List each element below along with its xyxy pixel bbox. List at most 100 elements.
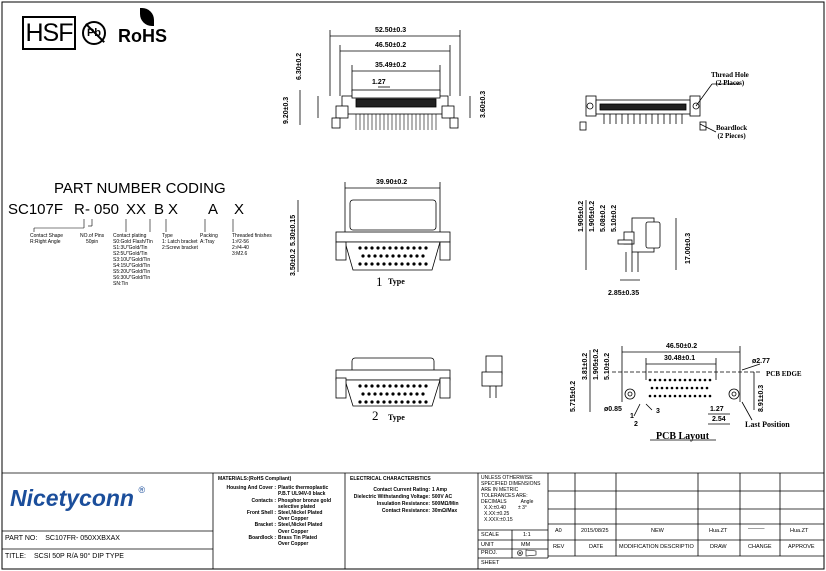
dim-type1-width: 39.90±0.2	[376, 179, 408, 186]
dim-top-shell: 35.49±0.2	[375, 62, 407, 69]
dim-side-v4: 5.10±0.2	[611, 204, 618, 232]
dim-pcb-v4: 5.10±0.2	[604, 352, 611, 380]
title-value: SCSI 50P R/A 90° DIP TYPE	[33, 553, 124, 560]
coding-part-dash: -	[85, 201, 90, 218]
approve-header: APPROVE	[788, 544, 815, 550]
coding-desc-pins: NO.of Pins 50pin	[80, 233, 105, 245]
unit-value: MM	[521, 542, 531, 548]
dim-side-v2: 1.905±0.2	[589, 200, 596, 232]
tolerance-block: UNLESS OTHERWISE SPECIFIED DIMENSIONS AR…	[481, 475, 541, 523]
dim-top-overall: 52.50±0.3	[375, 27, 407, 34]
pb-free-icon: Pb	[82, 21, 106, 45]
part-no-label: PART NO:	[5, 535, 38, 542]
coding-part-pins: 050	[94, 201, 120, 218]
type2-pin-grid	[358, 384, 428, 404]
last-position-label: Last Position	[745, 420, 790, 429]
dim-side-v3: 5.08±0.2	[600, 204, 607, 232]
coding-part-type: X	[168, 201, 179, 218]
hsf-badge: HSF	[22, 16, 76, 50]
coding-part-packing: A	[208, 201, 219, 218]
scale-label: SCALE	[481, 532, 500, 538]
part-no-row: PART NO: SC107FR- 050XXBXAX	[5, 535, 120, 542]
type2-label: Type	[388, 413, 405, 422]
dim-side-h: 2.85±0.35	[608, 290, 640, 297]
coding-part-thread: X	[234, 201, 245, 218]
coding-part-shape: R	[74, 201, 85, 218]
proj-label: PROJ.	[481, 550, 498, 556]
dim-pcb-v2: 3.81±0.2	[582, 352, 589, 380]
dim-side-v1: 1.905±0.2	[578, 200, 585, 232]
pcb-pin3: 3	[656, 408, 660, 415]
rev-header: REV	[553, 544, 565, 550]
dim-pcb-overall: 46.50±0.2	[666, 343, 698, 350]
thread-hole-label: Thread Hole (2 Places)	[711, 71, 749, 87]
change-header: CHANGE	[748, 544, 772, 550]
dim-pcb-v3: 1.905±0.2	[593, 348, 600, 380]
hsf-label: HSF	[25, 18, 74, 47]
dim-pcb-pitch: 1.27	[710, 406, 724, 413]
dim-pcb-v1: 5.715±0.2	[570, 380, 577, 412]
rev-draw-value: Hua.ZT	[709, 528, 728, 534]
rev-change-value: ———	[748, 526, 765, 532]
type1-number: 1	[376, 274, 383, 289]
pcb-edge-label: PCB EDGE	[766, 370, 802, 378]
scale-value: 1:1	[523, 532, 531, 538]
coding-part-plating: XX	[126, 201, 147, 218]
type2-number: 2	[372, 408, 379, 423]
projection-symbol	[517, 549, 537, 557]
company-logo: Nicetyconn ®	[10, 485, 145, 512]
rev-mod-value: NEW	[651, 528, 664, 534]
coding-part-series: SC107F	[8, 201, 64, 218]
rev-approve-value: Hua.ZT	[790, 528, 809, 534]
pcb-hole-grid	[648, 378, 712, 398]
coding-desc-plating: Contact plating S0:Gold Flash/Tin S1:3U"…	[113, 233, 153, 287]
electrical-block: ELECTRICAL CHARACTERISTICS Contact Curre…	[350, 476, 459, 514]
dim-type1-v2: 3.50±0.2	[290, 248, 297, 276]
title-label: TITLE:	[5, 553, 27, 560]
coding-desc-type: Type 1: Latch bracket 2:Screw bracket	[162, 233, 198, 251]
dim-side-v5: 17.00±0.3	[685, 232, 692, 264]
draw-header: DRAW	[710, 544, 727, 550]
boardlock-label: Boardlock (2 Pieces)	[716, 124, 748, 140]
dim-pcb-hole: ø2.77	[752, 358, 770, 365]
coding-title: PART NUMBER CODING	[54, 180, 226, 197]
type1-drawing	[297, 182, 451, 272]
type1-pin-grid	[358, 246, 428, 266]
sheet-label: SHEET	[481, 560, 500, 566]
rev-date-value: 2015/08/25	[581, 528, 609, 534]
coding-desc-packing: Packing A:Tray	[200, 233, 218, 245]
title-row: TITLE: SCSI 50P R/A 90° DIP TYPE	[5, 553, 124, 560]
top-view-drawing	[299, 30, 471, 130]
coding-part-bracket: B	[154, 201, 165, 218]
part-no-value: SC107FR- 050XXBXAX	[45, 535, 120, 542]
pcb-layout-drawing	[589, 346, 761, 441]
rohs-label: RoHS	[118, 26, 167, 46]
pcb-pin2: 2	[634, 421, 638, 428]
coding-desc-thread: Threaded finishes 1:#2-56 2:#4-40 3:M2.6	[232, 233, 272, 257]
right-top-drawing	[579, 83, 740, 133]
dim-pcb-pitch-total: 30.48±0.1	[664, 355, 696, 362]
coding-desc-shape: Contact Shape R:Right Angle	[30, 233, 64, 245]
type1-label: Type	[388, 277, 405, 286]
title-block-grid	[2, 472, 824, 569]
pcb-pin1: 1	[630, 413, 634, 420]
materials-block: MATERIALS:(RoHS Compliant) Housing And C…	[218, 476, 340, 547]
pcb-layout-title: PCB Layout	[656, 431, 710, 442]
dim-top-mount: 46.50±0.2	[375, 42, 407, 49]
dim-pcb-row: 2.54	[712, 416, 726, 423]
leaf-icon	[140, 8, 154, 26]
modification-header: MODIFICATION DESCRIPTIO	[619, 544, 694, 550]
type2-drawing	[335, 355, 503, 407]
dim-type1-v1: 5.30±0.15	[290, 214, 297, 246]
dim-top-pitch: 1.27	[372, 79, 386, 86]
registered-mark: ®	[138, 485, 146, 495]
coding-leader-lines	[33, 219, 234, 232]
date-header: DATE	[589, 544, 604, 550]
materials-title: MATERIALS:(RoHS Compliant)	[218, 476, 292, 482]
electrical-title: ELECTRICAL CHARACTERISTICS	[350, 476, 431, 482]
rev-value: A0	[555, 528, 562, 534]
company-name: Nicetyconn	[10, 485, 134, 511]
dim-pcb-v5: 8.91±0.3	[758, 384, 765, 412]
